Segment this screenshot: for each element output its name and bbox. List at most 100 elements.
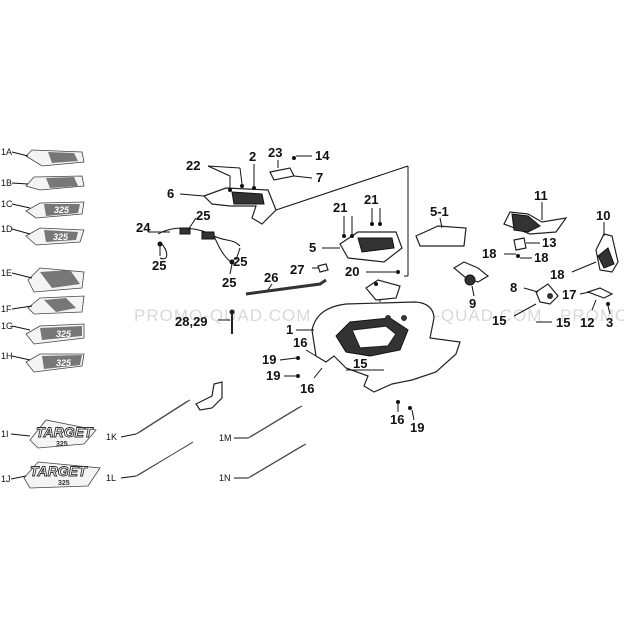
label-16b: 16 xyxy=(300,381,314,396)
label-1M: 1M xyxy=(219,433,232,443)
label-18b: 18 xyxy=(534,250,548,265)
label-6: 6 xyxy=(167,186,174,201)
label-1B: 1B xyxy=(1,178,12,188)
label-1C: 1C xyxy=(1,199,13,209)
label-8: 8 xyxy=(510,280,517,295)
tail-cover-part-11: 11 xyxy=(503,188,568,235)
label-24: 24 xyxy=(136,220,151,235)
tail-light-part-10: 10 18 17 12 3 xyxy=(550,208,619,330)
label-15a: 15 xyxy=(353,356,367,371)
label-18a: 18 xyxy=(482,246,496,261)
label-1F: 1F xyxy=(1,304,12,314)
label-19c: 19 xyxy=(410,420,424,435)
label-21a: 21 xyxy=(333,200,347,215)
decal-1D: 325 xyxy=(25,227,85,246)
label-25d: 25 xyxy=(222,275,236,290)
label-16c: 16 xyxy=(390,412,404,427)
label-25b: 25 xyxy=(152,258,166,273)
decal-1C: 325 xyxy=(25,201,85,219)
label-11: 11 xyxy=(534,188,548,203)
rear-fender-part-1: 1 xyxy=(286,301,461,393)
decal-1H: 325 xyxy=(25,353,85,373)
tail-parts-13-18: 13 18 18 xyxy=(482,235,556,265)
label-12: 12 xyxy=(580,315,594,330)
label-10: 10 xyxy=(596,208,610,223)
stripe-decal-1M: 1M xyxy=(219,405,303,443)
label-23: 23 xyxy=(268,145,282,160)
decal-1I-subtext: 325 xyxy=(56,441,68,448)
label-14: 14 xyxy=(315,148,330,163)
label-27: 27 xyxy=(290,262,304,277)
rack-fasteners: 22 2 23 14 7 xyxy=(186,145,330,192)
decal-1H-text: 325 xyxy=(56,358,72,368)
label-1I: 1I xyxy=(1,429,9,439)
label-28-29: 28,29 xyxy=(175,314,208,329)
bracket-part xyxy=(195,381,223,411)
label-1K: 1K xyxy=(106,432,117,442)
decal-1I-text: TARGET xyxy=(36,424,94,440)
decal-1I: TARGET 325 xyxy=(29,419,97,449)
label-19b: 19 xyxy=(266,368,280,383)
label-19a: 19 xyxy=(262,352,276,367)
label-20: 20 xyxy=(345,264,359,279)
label-1L: 1L xyxy=(106,473,116,483)
label-18c: 18 xyxy=(550,267,564,282)
stripe-decal-1L: 1L xyxy=(106,441,194,483)
decal-1A xyxy=(25,149,85,167)
watermark-left: PROMO-QUAD.COM xyxy=(134,306,311,325)
decal-1F xyxy=(27,295,85,315)
decal-1J: TARGET 325 xyxy=(23,461,101,489)
label-5: 5 xyxy=(309,240,316,255)
label-9: 9 xyxy=(469,296,476,311)
label-1A: 1A xyxy=(1,147,12,157)
box-screws-21: 21 21 xyxy=(333,192,382,238)
plate-part-5-1: 5-1 xyxy=(415,204,467,247)
decal-1J-subtext: 325 xyxy=(58,480,70,487)
switch-part-9: 9 xyxy=(452,261,490,311)
label-3: 3 xyxy=(606,315,613,330)
decal-1B xyxy=(25,175,85,191)
decal-1D-text: 325 xyxy=(53,232,69,242)
label-22: 22 xyxy=(186,158,200,173)
assembly-outline xyxy=(275,165,409,277)
decal-1G-text: 325 xyxy=(56,329,72,339)
label-1D: 1D xyxy=(1,224,13,234)
label-13: 13 xyxy=(542,235,556,250)
clip-part-27: 27 xyxy=(290,262,329,277)
light-part-8: 8 15 15 xyxy=(492,280,570,330)
storage-box-part-5: 5 xyxy=(309,231,403,263)
stripe-decal-1K: 1K xyxy=(106,399,191,442)
label-21b: 21 xyxy=(364,192,378,207)
label-1E: 1E xyxy=(1,268,12,278)
label-1N: 1N xyxy=(219,473,231,483)
rod-part-26: 26 xyxy=(245,270,327,296)
fender-fasteners: 16 19 19 16 15 16 19 xyxy=(262,335,424,435)
label-1: 1 xyxy=(286,322,293,337)
watermark-right: PROMO-QUAD.COM xyxy=(560,306,624,325)
label-26: 26 xyxy=(264,270,278,285)
decal-1E xyxy=(27,267,85,293)
decal-1J-text: TARGET xyxy=(30,463,88,479)
label-15b: 15 xyxy=(492,313,506,328)
label-5-1: 5-1 xyxy=(430,204,449,219)
screw-part-28-29: 28,29 xyxy=(175,309,235,334)
label-16a: 16 xyxy=(293,335,307,350)
label-15c: 15 xyxy=(556,315,570,330)
label-1H: 1H xyxy=(1,351,13,361)
label-7: 7 xyxy=(316,170,323,185)
label-25c: 25 xyxy=(233,254,247,269)
label-17: 17 xyxy=(562,287,576,302)
screw-part-20: 20 xyxy=(345,264,400,279)
label-1J: 1J xyxy=(1,474,11,484)
label-2: 2 xyxy=(249,149,256,164)
rear-rack-part-6: 6 xyxy=(167,186,277,225)
label-25a: 25 xyxy=(196,208,210,223)
decal-1G: 325 xyxy=(25,323,85,345)
decal-labels: 1A 1B 1C 1D 1E 1F 1G 1H 1I 1J xyxy=(1,147,33,484)
label-1G: 1G xyxy=(1,321,13,331)
stripe-decal-1N: 1N xyxy=(219,443,307,483)
decal-1C-text: 325 xyxy=(54,205,70,215)
wire-harness-part-24: 24 25 25 25 25 xyxy=(136,208,247,290)
